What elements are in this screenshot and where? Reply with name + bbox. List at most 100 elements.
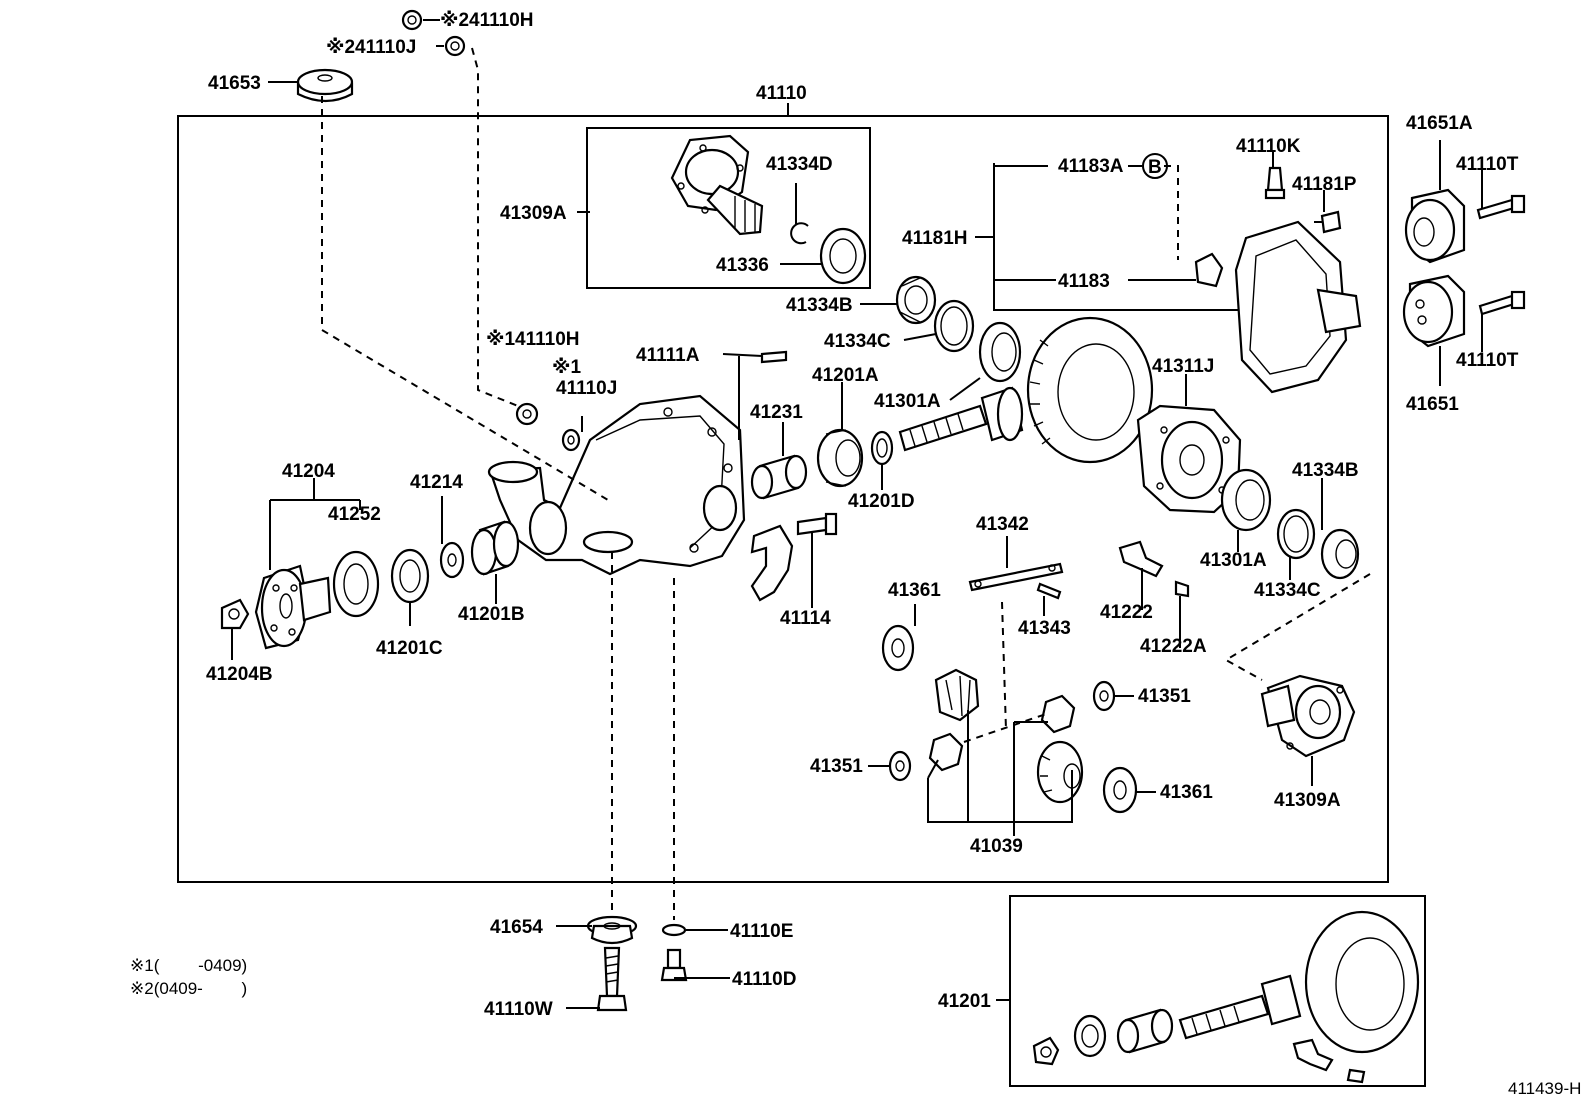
bolt-41110W — [596, 946, 628, 1012]
kit-spacer — [1116, 1008, 1174, 1054]
bolt-41110T-upper — [1476, 194, 1526, 220]
figure-id: 411439-H — [1508, 1079, 1581, 1098]
label-41110J-mid: 41110J — [556, 378, 617, 399]
differential-case-41311J — [1136, 404, 1242, 514]
cushion-41654 — [586, 915, 638, 945]
note-1: ※1( -0409) — [130, 956, 247, 975]
label-41110J-top: ※241110J — [326, 37, 416, 58]
label-41110K: 41110K — [1236, 136, 1301, 157]
label-41309A-upper: 41309A — [500, 203, 567, 224]
flange-41309A-lower — [1260, 674, 1356, 758]
washer-41110J-top — [444, 35, 466, 57]
label-41110D: 41110D — [732, 969, 796, 990]
pinion-shaft-41342 — [968, 562, 1064, 592]
label-41110H-mid: ※141110H — [486, 329, 580, 350]
label-41110H-top: ※241110H — [440, 10, 534, 31]
assembly-box-41110 — [177, 115, 1389, 883]
washer-41110J-mid — [561, 428, 581, 452]
ring-gear — [1026, 316, 1154, 464]
bolt-41114 — [796, 512, 838, 608]
label-41301A-upper: 41301A — [874, 391, 941, 412]
part-labels: ※241110H ※241110J 41653 41110 41651A 411… — [130, 10, 1581, 1098]
label-41334D: 41334D — [766, 154, 833, 175]
label-41651: 41651 — [1406, 394, 1459, 415]
washer-41361-right — [1102, 766, 1138, 814]
label-41343: 41343 — [1018, 618, 1071, 639]
cushion-41653 — [296, 68, 354, 103]
label-41110T-upper: 41110T — [1456, 154, 1519, 175]
label-41201C: 41201C — [376, 638, 443, 659]
label-41201: 41201 — [938, 991, 991, 1012]
label-41201D: 41201D — [848, 491, 915, 512]
label-41334B-upper: 41334B — [786, 295, 853, 316]
differential-housing — [487, 394, 746, 576]
label-41351-right: 41351 — [1138, 686, 1191, 707]
washer-41201D — [870, 430, 894, 466]
kit-lock — [1292, 1038, 1334, 1072]
label-41654: 41654 — [490, 917, 543, 938]
pin-41343 — [1036, 582, 1062, 600]
companion-flange-41204 — [254, 564, 332, 650]
label-41201A: 41201A — [812, 365, 879, 386]
leader-lines — [231, 19, 1483, 1009]
subassembly-box-41309A — [586, 127, 871, 289]
side-gear-right — [1036, 740, 1084, 804]
label-41653: 41653 — [208, 73, 261, 94]
oil-seal-41334B-lower — [1320, 528, 1360, 580]
label-41301A-lower: 41301A — [1200, 550, 1267, 571]
label-41204B: 41204B — [206, 664, 273, 685]
plug-41181P — [1314, 210, 1342, 234]
label-41334C-upper: 41334C — [824, 331, 891, 352]
mount-41651 — [1402, 274, 1466, 348]
bearing-41334B-upper — [895, 275, 937, 325]
assembly-dash-lines — [321, 47, 1371, 920]
label-41651A: 41651A — [1406, 113, 1473, 134]
kit-bearing — [1073, 1014, 1107, 1058]
thrust-washer-41351-right — [1092, 680, 1116, 712]
label-41342: 41342 — [976, 514, 1029, 535]
label-41222A: 41222A — [1140, 636, 1207, 657]
label-41181P: 41181P — [1292, 174, 1357, 195]
label-41110W: 41110W — [484, 999, 553, 1020]
label-41334C-lower: 41334C — [1254, 580, 1321, 601]
shim-41334C-lower — [1276, 508, 1316, 560]
label-41231: 41231 — [750, 402, 803, 423]
bearing-cap — [750, 524, 794, 602]
label-41351-left: 41351 — [810, 756, 863, 777]
oil-seal-41252 — [332, 550, 380, 618]
bracket-41181H — [993, 163, 1244, 311]
label-41309A-lower: 41309A — [1274, 790, 1341, 811]
bearing-41201C — [390, 548, 430, 604]
label-41110J-mark: ※1 — [552, 357, 581, 378]
washer-41110E — [661, 923, 687, 937]
label-41336: 41336 — [716, 255, 769, 276]
thrust-washer-41351-left — [888, 750, 912, 782]
label-41183: 41183 — [1058, 271, 1110, 292]
label-41311J: 41311J — [1152, 356, 1214, 377]
pinion-gear-right — [1040, 694, 1076, 734]
kit-pinion — [1178, 974, 1302, 1040]
side-gear-left — [934, 668, 980, 722]
label-41181H: 41181H — [902, 228, 968, 249]
subassembly-box-41201 — [1009, 895, 1426, 1087]
label-41111A: 41111A — [636, 345, 700, 366]
pin-41111A — [760, 350, 788, 364]
label-41110: 41110 — [756, 83, 807, 104]
kit-ring-gear — [1304, 910, 1420, 1054]
label-41201B: 41201B — [458, 604, 525, 625]
label-41183A: 41183A — [1058, 156, 1124, 177]
shim-41334C-upper — [933, 299, 975, 353]
flange-41309A-top — [670, 134, 764, 236]
reference-circle-b — [1142, 153, 1168, 179]
spacer-41231 — [750, 454, 808, 500]
label-41361-left: 41361 — [888, 580, 941, 601]
label-41204: 41204 — [282, 461, 335, 482]
bearing-41301A-lower — [1220, 468, 1272, 532]
bearing-41301A-upper — [978, 321, 1022, 383]
oil-seal-41336 — [819, 227, 867, 285]
label-41214: 41214 — [410, 472, 463, 493]
slinger-41214 — [439, 541, 465, 579]
mount-41651A — [1404, 188, 1466, 264]
label-41110E: 41110E — [730, 921, 793, 942]
